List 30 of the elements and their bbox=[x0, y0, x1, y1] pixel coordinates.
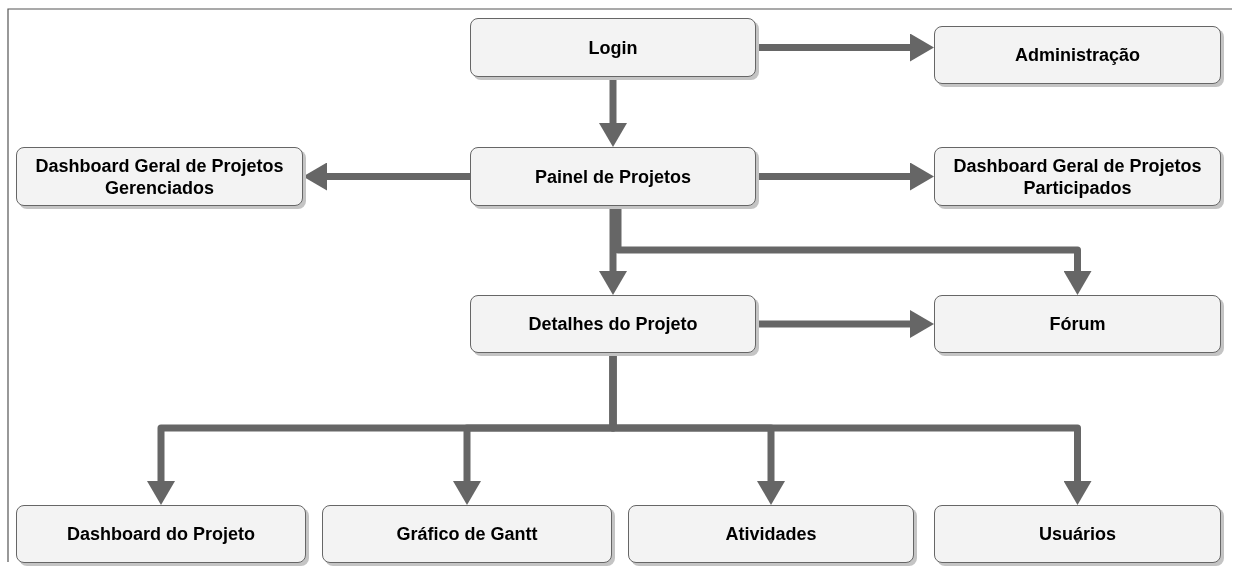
process-box bbox=[470, 295, 756, 353]
arrow bbox=[609, 353, 1092, 505]
box-label: Gráfico de Gantt bbox=[395, 523, 539, 545]
arrow bbox=[756, 162, 934, 191]
arrow bbox=[756, 33, 934, 62]
process-box bbox=[934, 26, 1221, 84]
box-label: Fórum bbox=[1048, 313, 1107, 335]
box-label: Dashboard do Projeto bbox=[66, 523, 256, 545]
box-label: Detalhes do Projeto bbox=[527, 313, 699, 335]
process-box bbox=[322, 505, 612, 563]
arrow bbox=[614, 206, 1092, 295]
process-box bbox=[934, 295, 1221, 353]
process-box bbox=[16, 147, 303, 206]
process-box bbox=[934, 147, 1221, 206]
box-label: Dashboard Geral de Projetos Gerenciados bbox=[34, 154, 285, 199]
box-label: Painel de Projetos bbox=[533, 165, 693, 188]
box-label: Administração bbox=[1013, 44, 1141, 66]
arrow bbox=[756, 310, 934, 338]
box-label: Usuários bbox=[1038, 523, 1117, 545]
process-box bbox=[628, 505, 914, 563]
process-box bbox=[470, 147, 756, 206]
box-label: Atividades bbox=[724, 523, 818, 545]
process-box bbox=[470, 18, 756, 77]
arrow bbox=[303, 162, 470, 191]
process-box bbox=[16, 505, 306, 563]
box-label: Login bbox=[587, 36, 639, 59]
arrow bbox=[599, 206, 627, 295]
arrow bbox=[599, 77, 627, 147]
box-label: Dashboard Geral de Projetos Participados bbox=[952, 154, 1203, 199]
process-box bbox=[934, 505, 1221, 563]
